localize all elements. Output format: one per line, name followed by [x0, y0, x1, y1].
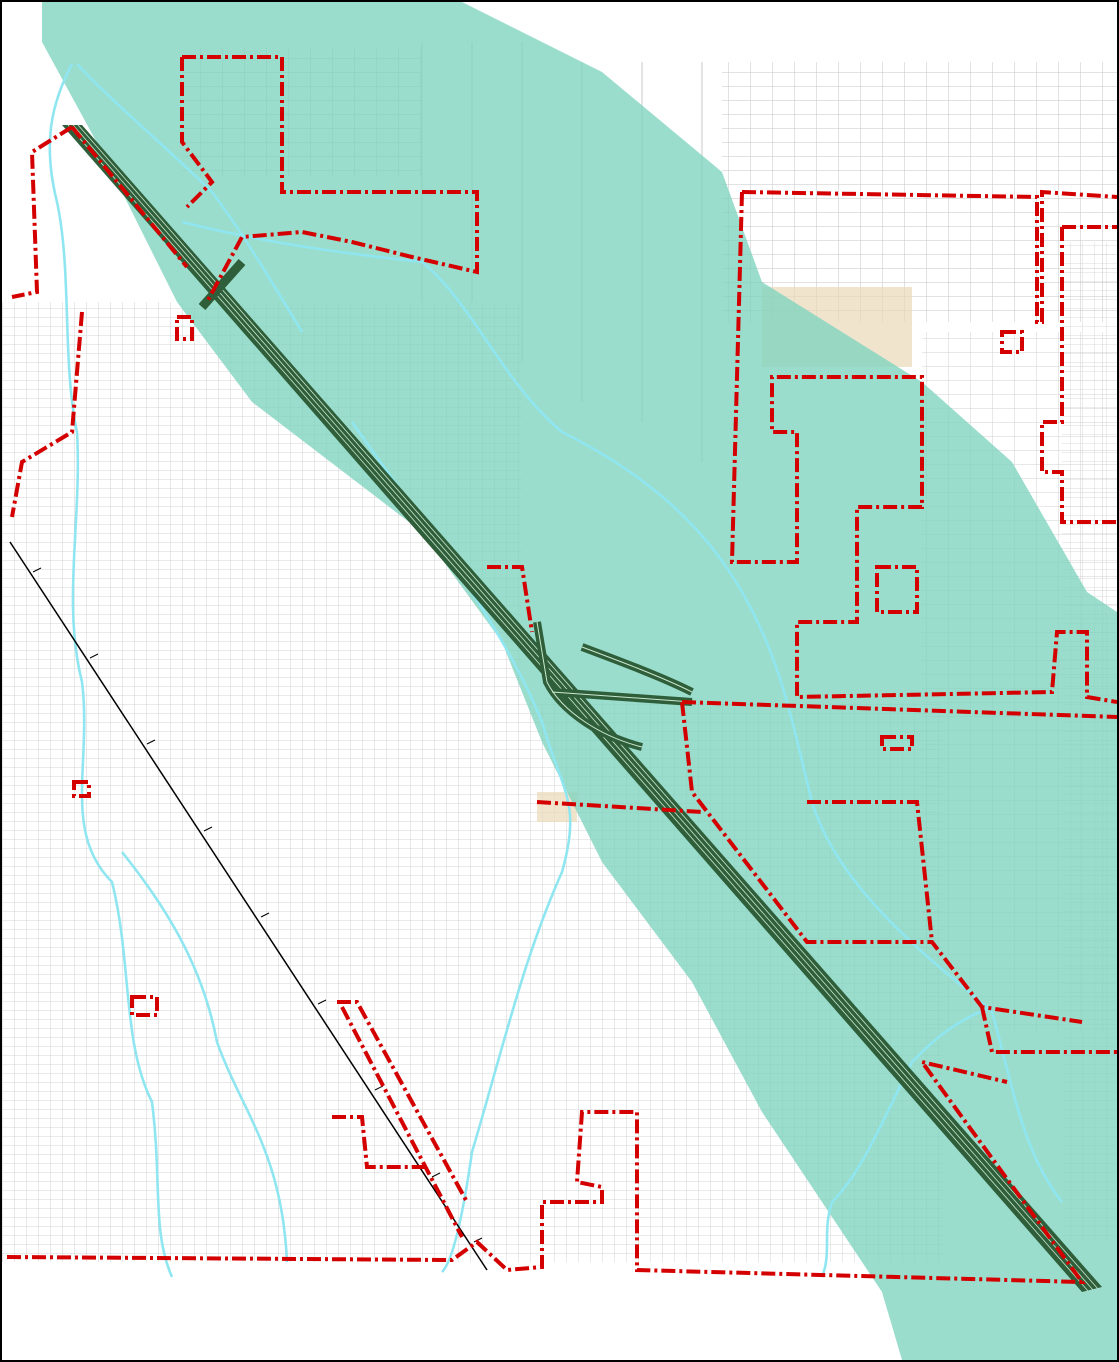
creek-northwest: [76, 63, 304, 333]
boundary-northeast-block: [741, 189, 1117, 524]
boundary-northwest: [10, 125, 189, 518]
boundary-central: [487, 565, 703, 814]
highway-lane-lines: [67, 124, 1099, 1292]
highway-mainline: [62, 125, 1102, 1292]
creek-south: [820, 1005, 993, 1278]
boundary-west-small: [332, 1115, 427, 1169]
interchange-central-loop-lines: [536, 621, 693, 748]
highway-layer: [62, 124, 1102, 1292]
boundary-rail-strip: [337, 1000, 469, 1238]
boundary-parcel-4: [880, 735, 914, 751]
boundary-north: [180, 55, 479, 303]
boundary-parcel-1: [175, 315, 194, 341]
boundary-parcel-5: [1000, 330, 1024, 354]
railroad-ties: [32, 567, 483, 1243]
boundary-parcel-2: [72, 780, 91, 798]
creek-west: [48, 63, 174, 1278]
creek-north: [181, 220, 1064, 1203]
railroad-layer: [9, 541, 488, 1271]
boundary-parcel-3: [130, 995, 159, 1017]
creek-west-branch: [120, 851, 289, 1263]
railroad-line: [9, 541, 488, 1271]
boundary-layer: [6, 55, 1117, 1285]
boundary-parcel-6: [875, 565, 919, 614]
